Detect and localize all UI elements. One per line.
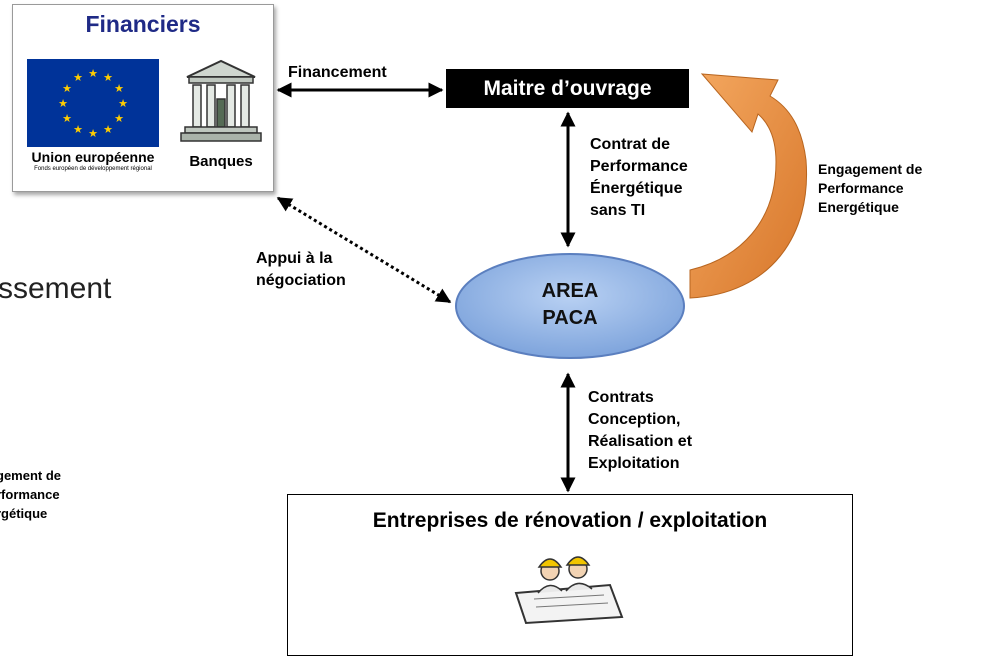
svg-text:★: ★ (88, 127, 98, 140)
financement-label: Financement (288, 64, 387, 81)
area-paca-ellipse (455, 253, 685, 359)
engagement-curve-arrow (689, 73, 808, 299)
bank-label: Banques (189, 153, 253, 170)
financiers-title: Financiers (85, 11, 201, 37)
svg-text:★: ★ (73, 123, 83, 136)
entreprises-box: Entreprises de rénovation / exploitation (287, 494, 853, 656)
svg-text:★: ★ (62, 82, 72, 95)
svg-text:★: ★ (73, 71, 83, 84)
svg-text:★: ★ (118, 97, 128, 110)
construction-workers-icon (514, 556, 624, 625)
background-partial-text: ssement (0, 272, 112, 305)
financiers-box: Financiers ★ ★ ★ ★ ★ ★ ★ ★ ★ ★ ★ ★ Union… (12, 4, 274, 192)
svg-text:★: ★ (103, 71, 113, 84)
background-faint-label: gement de rformance rgétique (0, 468, 62, 521)
appui-label: Appui à la négociation (256, 250, 346, 289)
eu-flag-icon: ★ ★ ★ ★ ★ ★ ★ ★ ★ ★ ★ ★ (27, 59, 159, 147)
svg-text:★: ★ (58, 97, 68, 110)
eu-label: Union européenne (31, 149, 155, 165)
engagement-label: Engagement de Performance Energétique (818, 161, 923, 215)
maitre-ouvrage-box: Maitre d’ouvrage (446, 69, 689, 108)
svg-text:★: ★ (114, 112, 124, 125)
svg-text:★: ★ (62, 112, 72, 125)
svg-text:★: ★ (103, 123, 113, 136)
eu-sublabel: Fonds européen de développement régional (34, 166, 152, 172)
svg-text:★: ★ (88, 67, 98, 80)
contrats-label: Contrats Conception, Réalisation et Expl… (588, 389, 693, 472)
area-paca-label: AREA PACA (541, 280, 599, 329)
bank-icon (180, 59, 262, 142)
entreprises-title: Entreprises de rénovation / exploitation (372, 509, 768, 532)
svg-text:★: ★ (114, 82, 124, 95)
contrat-cpe-label: Contrat de Performance Énergétique sans … (590, 136, 688, 219)
